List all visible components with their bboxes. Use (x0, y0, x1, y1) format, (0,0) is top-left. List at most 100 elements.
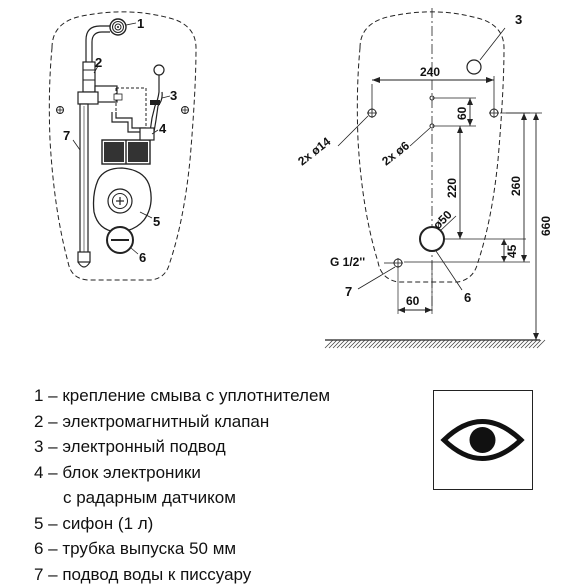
floor-hatch-line (513, 340, 521, 348)
callout-right-7: 7 (345, 284, 352, 299)
callout-left-1: 1 (137, 16, 144, 31)
urinal-water-pipe (78, 104, 90, 267)
floor-hatch-line (425, 340, 433, 348)
floor-hatch-line (369, 340, 377, 348)
floor-hatch-line (469, 340, 477, 348)
floor-hatch-line (361, 340, 369, 348)
floor-hatch-line (409, 340, 417, 348)
electronics-block (102, 128, 154, 164)
floor-hatch-line (365, 340, 373, 348)
mounting-hole-left-b (181, 106, 189, 114)
floor-hatch-line (489, 340, 497, 348)
floor-hatch-line (537, 340, 545, 348)
floor-hatch-line (421, 340, 429, 348)
hole-left-14 (367, 108, 377, 118)
floor-hatch-line (533, 340, 541, 348)
dim-240-label: 240 (420, 65, 440, 79)
callout-left-3: 3 (170, 88, 177, 103)
floor-hatch-line (481, 340, 489, 348)
floor-hatch-line (337, 340, 345, 348)
floor-hatch-line (521, 340, 529, 348)
floor-hatch-line (329, 340, 337, 348)
floor-hatch-line (449, 340, 457, 348)
outlet-pipe-right: ø50 (420, 207, 462, 290)
floor-hatch-line (437, 340, 445, 348)
legend-item-6: 6 – трубка выпуска 50 мм (34, 536, 424, 562)
label-g12: G 1/2'' (330, 255, 365, 269)
floor-hatch-line (429, 340, 437, 348)
floor-hatch-line (433, 340, 441, 348)
dim-660: 660 (506, 113, 553, 340)
right-view: 3 240 2x ø14 2x ø6 (295, 8, 553, 348)
floor-hatch-line (445, 340, 453, 348)
legend-item-5: 5 – сифон (1 л) (34, 511, 424, 537)
floor-hatch-line (325, 340, 333, 348)
dim-260-label: 260 (509, 176, 523, 196)
floor-hatch-line (485, 340, 493, 348)
floor (325, 340, 545, 348)
floor-hatch-line (405, 340, 413, 348)
floor-hatch-line (385, 340, 393, 348)
legend: 1 – крепление смыва с уплотнителем 2 – э… (34, 383, 424, 587)
legend-item-3: 3 – электронный подвод (34, 434, 424, 460)
floor-hatch-line (477, 340, 485, 348)
dim-660-label: 660 (539, 216, 553, 236)
legend-item-4: 4 – блок электроники (34, 460, 424, 486)
siphon (94, 168, 152, 232)
legend-item-1: 1 – крепление смыва с уплотнителем (34, 383, 424, 409)
sensor-eye-box (433, 390, 533, 490)
eye-icon (434, 391, 531, 488)
left-view: 1 2 3 4 5 6 7 (49, 12, 196, 280)
callout-right-3: 3 (515, 12, 522, 27)
callout-right-6: 6 (464, 290, 471, 305)
label-hole-6: 2x ø6 (379, 138, 412, 168)
floor-hatch-line (377, 340, 385, 348)
floor-hatch-line (441, 340, 449, 348)
dim-60-top: 60 (432, 98, 476, 126)
floor-hatch-line (501, 340, 509, 348)
floor-hatch-line (417, 340, 425, 348)
floor-hatch-line (345, 340, 353, 348)
floor-hatch-line (389, 340, 397, 348)
floor-hatch-line (333, 340, 341, 348)
floor-hatch-line (373, 340, 381, 348)
callout-left-7: 7 (63, 128, 70, 143)
dim-45-label: 45 (505, 244, 519, 258)
callout-left-2: 2 (95, 55, 102, 70)
floor-hatch-line (493, 340, 501, 348)
legend-item-2: 2 – электромагнитный клапан (34, 409, 424, 435)
outlet-pipe (107, 227, 133, 253)
label-hole-14: 2x ø14 (295, 134, 333, 168)
dim-60-bottom: 60 (398, 262, 432, 314)
callout-left-4: 4 (159, 121, 167, 136)
dim-220-label: 220 (445, 178, 459, 198)
flush-connection (110, 19, 126, 35)
floor-hatch-line (497, 340, 505, 348)
mounting-hole-left-a (56, 106, 64, 114)
floor-hatch-line (397, 340, 405, 348)
floor-hatch-line (525, 340, 533, 348)
floor-hatch-line (529, 340, 537, 348)
callout-left-6: 6 (139, 250, 146, 265)
floor-hatch-line (473, 340, 481, 348)
floor-hatch-line (413, 340, 421, 348)
floor-hatch-line (357, 340, 365, 348)
floor-hatch-line (349, 340, 357, 348)
floor-hatch-line (453, 340, 461, 348)
hole-right-14 (489, 108, 499, 118)
floor-hatch-line (341, 340, 349, 348)
dim-60-top-label: 60 (455, 106, 469, 120)
floor-hatch-line (381, 340, 389, 348)
water-inlet-g12: G 1/2'' (330, 255, 403, 289)
floor-hatch-line (461, 340, 469, 348)
floor-hatch-line (509, 340, 517, 348)
floor-hatch-line (457, 340, 465, 348)
floor-hatch-line (353, 340, 361, 348)
floor-hatch-line (517, 340, 525, 348)
legend-item-7: 7 – подвод воды к писсуару (34, 562, 424, 587)
callout-left-5: 5 (153, 214, 160, 229)
floor-hatch-line (505, 340, 513, 348)
floor-hatch-line (393, 340, 401, 348)
dim-260: 260 (500, 113, 530, 262)
electronic-supply-hole (467, 60, 481, 74)
